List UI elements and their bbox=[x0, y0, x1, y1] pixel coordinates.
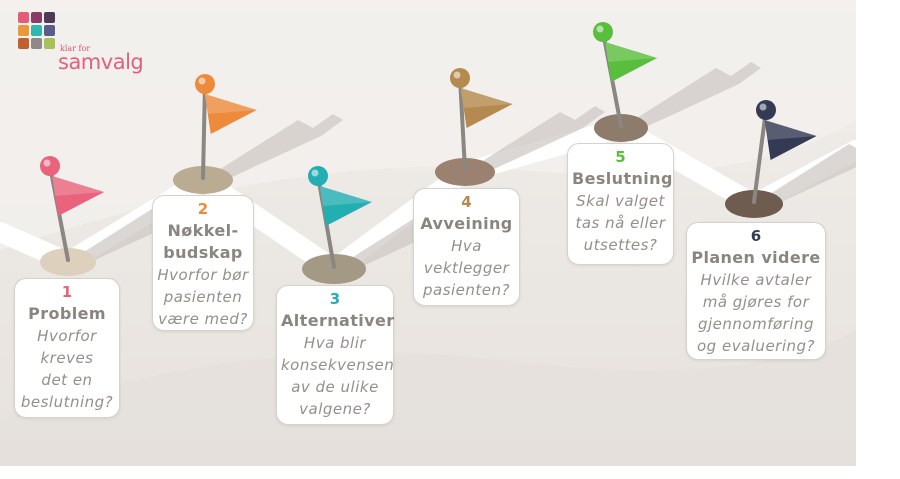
step-question: Hvorfor bør pasienten være med? bbox=[157, 266, 249, 328]
logo: klar for samvalg bbox=[16, 10, 166, 74]
flag-knob bbox=[450, 68, 470, 88]
step-card-3: 3 Alternativer Hva blir konsekvensen av … bbox=[276, 285, 394, 425]
flag-knob bbox=[308, 166, 328, 186]
step-question: Hvorfor kreves det en beslutning? bbox=[20, 327, 114, 411]
flag-shadow bbox=[203, 114, 343, 184]
flag-pennant-highlight bbox=[319, 186, 372, 206]
step-number: 3 bbox=[329, 290, 341, 308]
logo-tile bbox=[18, 38, 29, 49]
flag-knob-highlight bbox=[596, 25, 604, 33]
logo-big-text: samvalg bbox=[58, 50, 144, 74]
background-wave bbox=[0, 330, 856, 466]
step-title: Planen videre bbox=[691, 248, 821, 267]
flag-pennant-highlight bbox=[460, 88, 513, 108]
logo-tiles-icon bbox=[18, 12, 55, 49]
flag-shadow bbox=[465, 106, 605, 176]
logo-small-text: klar for bbox=[60, 44, 91, 53]
step-title: Problem bbox=[28, 304, 106, 323]
flag-pennant bbox=[460, 88, 513, 128]
flag-pole bbox=[458, 76, 467, 172]
path-artwork bbox=[0, 0, 856, 466]
flag-knob-highlight bbox=[311, 169, 319, 177]
flag-knob bbox=[756, 100, 776, 120]
flag-knob-highlight bbox=[453, 71, 461, 79]
flag-knob-highlight bbox=[759, 103, 767, 111]
step-question: Hvilke avtaler må gjøres for gjennomføri… bbox=[697, 271, 815, 355]
flag-knob-highlight bbox=[198, 77, 206, 85]
flag-pennant-highlight bbox=[605, 42, 658, 62]
logo-tile bbox=[44, 12, 55, 23]
step-card-5: 5 Beslutning Skal valget tas nå eller ut… bbox=[567, 143, 674, 265]
logo-tile bbox=[31, 38, 42, 49]
step-number: 6 bbox=[750, 227, 762, 245]
logo-tile bbox=[18, 25, 29, 36]
step-card-2: 2 Nøkkel- budskap Hvorfor bør pasienten … bbox=[152, 195, 254, 331]
step-title: Beslutning bbox=[572, 169, 673, 188]
diagram-canvas: klar for samvalg 1 Problem Hvorfor kreve… bbox=[0, 0, 856, 466]
step-card-1: 1 Problem Hvorfor kreves det en beslutni… bbox=[14, 278, 120, 418]
flag-2 bbox=[173, 74, 343, 194]
step-number: 1 bbox=[61, 283, 73, 301]
flag-pennant bbox=[204, 94, 257, 134]
step-number: 2 bbox=[197, 200, 209, 218]
step-question: Hva vektlegger pasienten? bbox=[422, 237, 510, 299]
flag-pennant-highlight bbox=[764, 120, 817, 140]
flag-knob bbox=[593, 22, 613, 42]
step-card-6: 6 Planen videre Hvilke avtaler må gjøres… bbox=[686, 222, 826, 360]
flag-pennant bbox=[319, 186, 372, 226]
flag-pennant bbox=[52, 176, 105, 216]
flag-base bbox=[173, 166, 233, 194]
logo-tile bbox=[44, 25, 55, 36]
flag-knob bbox=[40, 156, 60, 176]
flag-knob-highlight bbox=[43, 159, 51, 167]
flag-4 bbox=[435, 68, 605, 186]
flag-base bbox=[40, 248, 96, 276]
flag-pole bbox=[752, 108, 768, 204]
flag-shadow bbox=[621, 62, 761, 132]
flag-6 bbox=[725, 100, 856, 218]
flag-pennant-highlight bbox=[52, 176, 105, 196]
step-title: Alternativer bbox=[281, 311, 395, 330]
step-question: Hva blir konsekvensen av de ulike valgen… bbox=[281, 334, 395, 418]
step-title: Avveining bbox=[420, 214, 513, 233]
step-question: Skal valget tas nå eller utsettes? bbox=[575, 192, 666, 254]
step-title: Nøkkel- budskap bbox=[163, 221, 243, 262]
flag-5 bbox=[593, 22, 761, 142]
flag-shadow bbox=[754, 144, 856, 208]
step-number: 4 bbox=[461, 193, 472, 211]
logo-tile bbox=[44, 38, 55, 49]
flag-pennant bbox=[764, 120, 817, 160]
logo-tile bbox=[31, 12, 42, 23]
logo-tile bbox=[18, 12, 29, 23]
flag-pennant bbox=[605, 42, 658, 82]
step-card-4: 4 Avveining Hva vektlegger pasienten? bbox=[413, 188, 520, 306]
logo-tile bbox=[31, 25, 42, 36]
flag-pennant-highlight bbox=[204, 94, 257, 114]
flag-knob bbox=[195, 74, 215, 94]
flag-pole bbox=[201, 82, 207, 180]
step-number: 5 bbox=[615, 148, 626, 166]
